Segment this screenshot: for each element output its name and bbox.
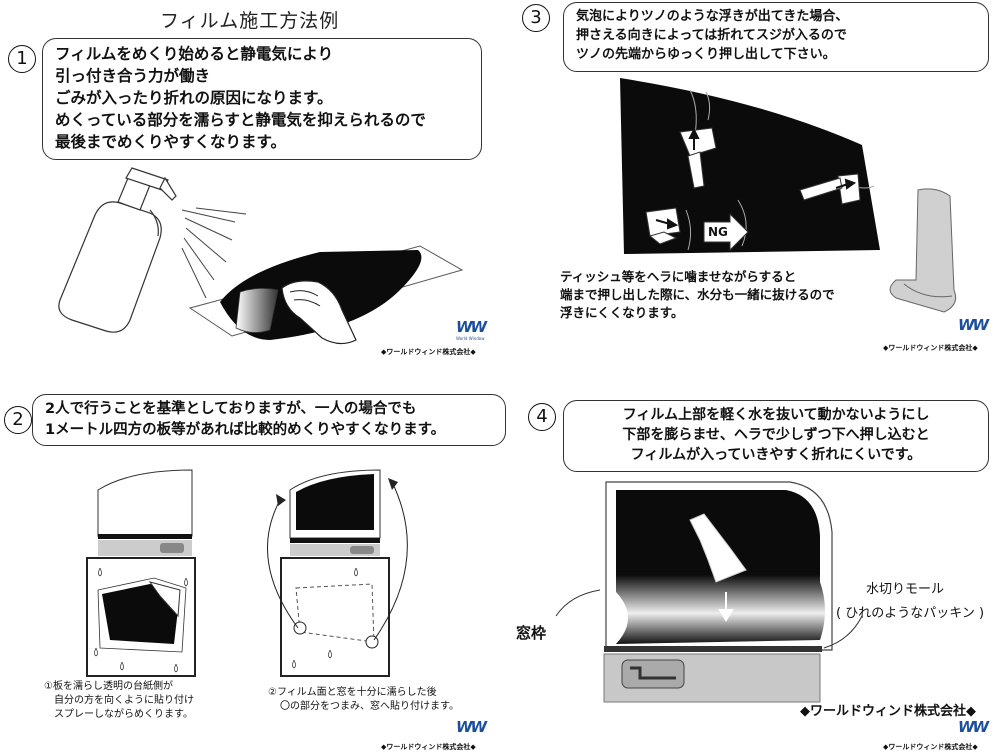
arrow-curve-left [267,499,299,629]
step-1-line: 最後までめくりやすくなります。 [55,133,286,151]
caption-line: ②フィルム面と窓を十分に濡らした後 [268,687,437,698]
step-3-company: ◆ワールドウィンド株式会社◆ [883,344,978,352]
caption-line: 自分の方を向くように貼り付け [54,695,194,706]
squeegee-icon [689,513,747,583]
step-3-note-line: ティッシュ等をヘラに噛ませながらすると [560,269,797,284]
step-4-bubble: フィルム上部を軽く水を抜いて動かないようにし 下部を膨らませ、ヘラで少しずつ下へ… [563,400,989,472]
down-arrow-icon [718,592,734,622]
arrow-curve-right [373,481,408,641]
step-1-illustration [58,167,464,345]
step-2-bubble: 2人で行うことを基準としておりますが、一人の場合でも 1メートル四方の板等があれ… [32,394,506,446]
step-2-number: 2 [4,406,32,434]
page-title: フィルム施工方法例 [160,10,340,32]
step-2-line: 2人で行うことを基準としておりますが、一人の場合でも [45,401,417,417]
step-4-line: 下部を膨らませ、ヘラで少しずつ下へ押し込むと [622,427,930,443]
step-1-number: 1 [8,45,36,73]
brand-logo: WW [456,718,487,736]
spray-mist [181,207,247,299]
step-3-note-line: 端まで押し出した際に、水分も一緒に抜けるので [560,287,835,302]
step-3-illustration [620,78,957,313]
step-2-company: ◆ワールドウィンド株式会社◆ [381,743,476,751]
film-peeled-corner [235,288,279,333]
step-3-number: 3 [522,4,550,32]
label-molding: 水切りモール [866,582,945,597]
step-2-line: 1メートル四方の板等があれば比較的めくりやすくなります。 [45,422,446,438]
step-3-logo: WW [958,316,989,334]
film-peel-corner [148,581,181,618]
hand-icon [281,280,357,345]
spray-bottle-icon [58,167,177,333]
step-1-line: めくっている部分を濡らすと静電気を抑えられるので [55,111,426,129]
step-2-caption-2: ②フィルム面と窓を十分に濡らした後 〇の部分をつまみ、窓へ貼り付けます。 [268,686,459,714]
frame-pointer-line [555,589,601,617]
ng-label: NG [708,225,728,239]
step-1-bubble: フィルムをめくり始めると静電気により 引っ付き合う力が働き ごみが入ったり折れの… [42,38,482,160]
step-1-line: フィルムをめくり始めると静電気により [55,45,334,63]
step-3-note: ティッシュ等をヘラに噛ませながらすると 端まで押し出した際に、水分も一緒に抜ける… [560,268,835,322]
step-3-line: 気泡によりツノのような浮きが出てきた場合、 [576,9,849,24]
step-4-line: フィルムが入っていきやすく折れにくいです。 [630,447,922,463]
step-1-logo: WW World Window [456,318,487,341]
water-molding [604,646,822,652]
step-1-line: 引っ付き合う力が働き [55,67,211,85]
brand-logo: WW [958,718,989,736]
brand-logo-sub: World Window [456,336,485,341]
molding-pointer-line [823,615,863,649]
step-4-line: フィルム上部を軽く水を抜いて動かないようにし [622,407,930,423]
step-1-company: ◆ワールドウィンド株式会社◆ [381,348,476,356]
caption-line: スプレーしながらめくります。 [54,709,193,720]
caption-line: ①板を濡らし透明の台紙側が [44,681,173,692]
step-2-logo: WW [456,718,487,736]
film-panel [620,78,880,254]
step-4-company: ◆ワールドウィンド株式会社◆ [883,743,978,751]
label-window-frame: 窓枠 [516,624,547,642]
step-4-company-big: ◆ワールドウィンド株式会社◆ [800,704,976,719]
step-4-logo: WW [958,718,989,736]
ng-arrow [703,212,749,252]
caption-line: 〇の部分をつまみ、窓へ貼り付けます。 [280,701,459,712]
film-on-board [102,584,180,644]
step-3-line: 押さえる向きによっては折れてスジが入るので [576,28,847,43]
step-3-bubble: 気泡によりツノのような浮きが出てきた場合、 押さえる向きによっては折れてスジが入… [563,2,989,72]
door-handle [621,659,685,689]
brand-logo: WW [456,318,487,336]
hand-tissue-icon [889,188,957,313]
board-right [280,557,390,677]
step-2-caption-1: ①板を濡らし透明の台紙側が 自分の方を向くように貼り付け スプレーしながらめくり… [44,680,194,722]
step-2-illustration [86,469,408,677]
step-4-number: 4 [528,403,556,431]
label-molding-sub: ( ひれのようなパッキン ) [836,606,985,621]
step-3-line: ツノの先端からゆっくり押し出して下さい。 [576,47,836,62]
step-3-note-line: 浮きにくくなります。 [560,305,684,320]
step-1-line: ごみが入ったり折れの原因になります。 [55,89,333,107]
brand-logo: WW [958,316,989,334]
